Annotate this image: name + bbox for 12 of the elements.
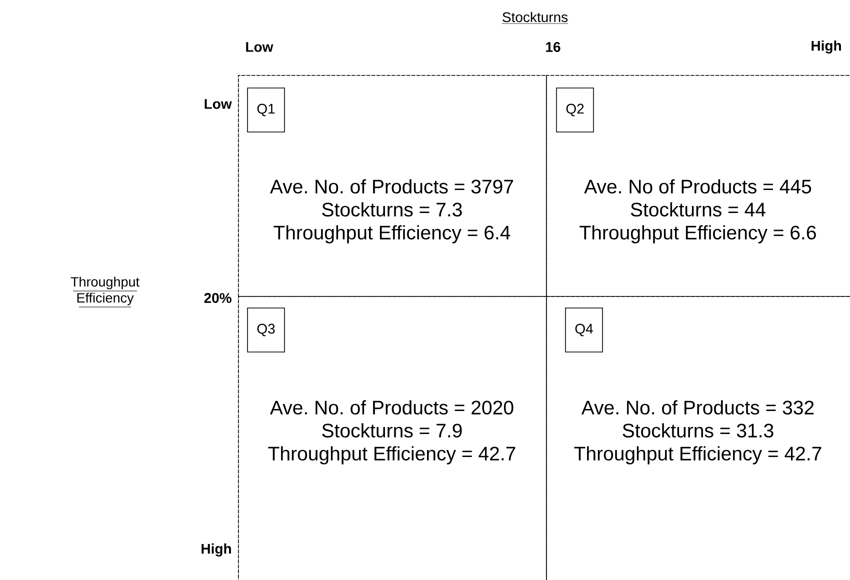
axis-value: High bbox=[202, 543, 231, 557]
quadrant-tag: Q2 bbox=[556, 88, 594, 132]
axis-value: Low bbox=[246, 42, 274, 52]
axis-value: 16 bbox=[546, 42, 560, 52]
axis-value: High bbox=[812, 40, 841, 54]
axis-value: Low bbox=[204, 99, 232, 109]
quadrant-tag: Q4 bbox=[565, 308, 603, 352]
axis-title: Throughput Efficiency bbox=[70, 276, 140, 308]
quadrant-tag: Q1 bbox=[247, 88, 285, 132]
axis-value: 20% bbox=[204, 293, 232, 303]
axis-title: Stockturns bbox=[502, 12, 568, 24]
quadrant-tag: Q3 bbox=[247, 308, 285, 352]
